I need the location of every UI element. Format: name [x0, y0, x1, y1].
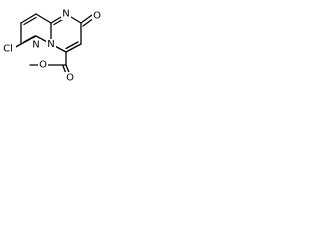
- bond-c-n-double: [23, 35, 36, 43]
- bond-ch-ch: [20, 13, 37, 24]
- bond-ch-ch-double-2: [65, 41, 79, 50]
- ester-ether-oxygen-label: O: [39, 60, 47, 71]
- chlorine-atom-label: Cl: [3, 44, 13, 55]
- bond-c-bridge-ch: [35, 13, 52, 24]
- bond-c-o-double-a: [80, 14, 93, 24]
- bond-ch-c-ester: [65, 43, 82, 53]
- molecule-structure: Cl N N N O O O: [0, 9, 102, 84]
- bridgehead-nitrogen-label: N: [47, 39, 54, 50]
- pyridazine-nitrogen-label: N: [32, 40, 39, 51]
- atom-labels: Cl N N N O O O: [0, 9, 102, 84]
- pyrimidine-nitrogen-label: N: [62, 9, 69, 20]
- ester-carbonyl-oxygen-label: O: [66, 73, 74, 84]
- bond-ch-ch-double: [23, 16, 37, 26]
- carbonyl-oxygen-label: O: [93, 11, 101, 22]
